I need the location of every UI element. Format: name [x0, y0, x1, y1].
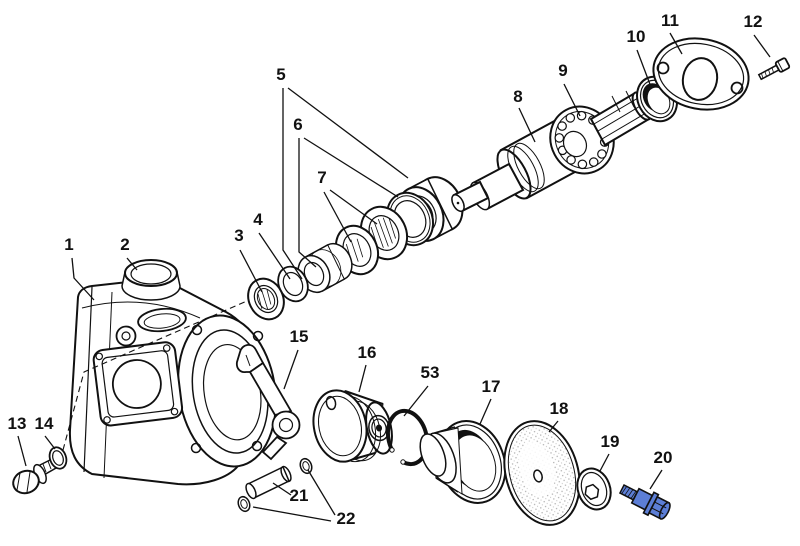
part-label-12: 12: [744, 12, 763, 31]
part-12-bolt: [757, 57, 791, 81]
part-3-bushing: [247, 277, 285, 321]
seal-sleeve: [297, 242, 353, 294]
part-label-8: 8: [513, 87, 522, 106]
part-label-18: 18: [550, 399, 569, 418]
part-label-14: 14: [35, 414, 54, 433]
part-label-7: 7: [317, 168, 326, 187]
part-label-2: 2: [120, 235, 129, 254]
part-label-6: 6: [293, 115, 302, 134]
part-22-retaining-rings: [237, 457, 313, 513]
part-label-15: 15: [290, 327, 309, 346]
part-label-11: 11: [661, 11, 679, 30]
part-label-16: 16: [358, 343, 377, 362]
part-label-10: 10: [627, 27, 646, 46]
part-16-piston: [312, 389, 393, 463]
part-53-snap-ring: [385, 408, 430, 467]
part-19-retainer: [576, 467, 612, 511]
part-label-20: 20: [654, 448, 673, 467]
part-label-5: 5: [276, 65, 285, 84]
part-2-cap: [121, 259, 181, 301]
part-20-bolt-highlighted: [618, 483, 671, 520]
part-label-17: 17: [482, 377, 501, 396]
part-label-9: 9: [558, 61, 567, 80]
part-stack-seals: [247, 176, 464, 321]
part-18-diaphragm: [503, 420, 581, 526]
part-label-53: 53: [421, 363, 440, 382]
part-21-piston-pin: [245, 465, 292, 500]
part-label-21: 21: [290, 486, 309, 505]
part-label-13: 13: [8, 414, 27, 433]
part-label-22: 22: [337, 509, 356, 528]
part-label-19: 19: [601, 432, 620, 451]
part-11-flange: [652, 37, 750, 111]
part-label-3: 3: [234, 226, 243, 245]
part-15-connecting-rod: [235, 344, 301, 461]
part-label-1: 1: [64, 235, 73, 254]
assembly-axis-dashed-line: [62, 296, 257, 451]
part-label-4: 4: [253, 210, 263, 229]
leader-lines: [17, 32, 771, 522]
part-17-cup: [419, 420, 507, 504]
part-13-plug: [12, 457, 57, 495]
part-labels: 1 2 3 4 5 6 7 8 9 10 11 12 13 14 15 16 1…: [8, 11, 763, 528]
